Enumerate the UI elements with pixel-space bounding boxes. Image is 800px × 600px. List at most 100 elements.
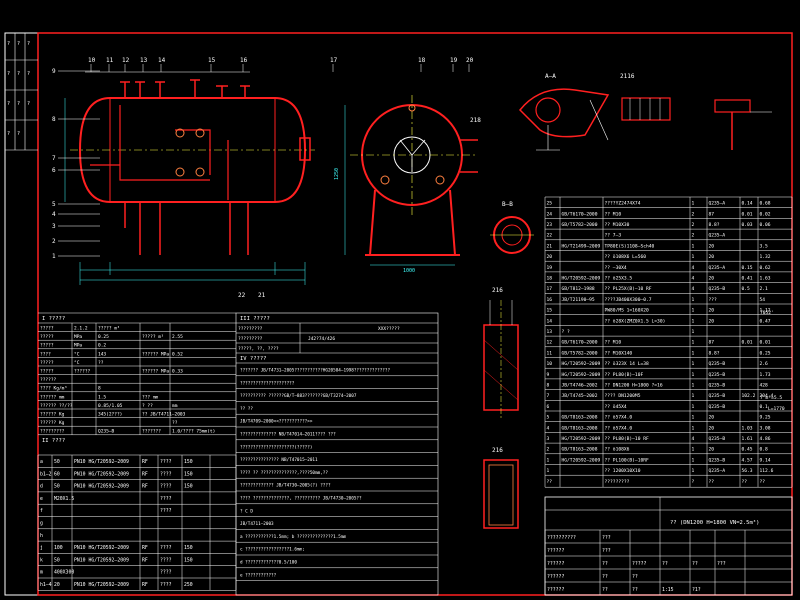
bom-cell: JB/T4745—2002 [562, 393, 598, 399]
bom-cell: 11 [547, 350, 553, 356]
nozzle-cell: j [40, 545, 43, 551]
title-cell: 1:15 [662, 587, 674, 593]
end-view-tag: 218 [470, 117, 481, 124]
requirement-line: ????????????? JB/T4730—2005(?) ???? [240, 483, 331, 489]
bom-cell: ?? DN1200 H=1800 ?=16 [605, 383, 663, 389]
bom-cell: 0.01 [742, 340, 753, 346]
bom-cell: 0.68 [760, 201, 771, 207]
tech-cell: ?????? [74, 369, 91, 375]
bom-cell: HG/T21499—2009 [562, 243, 601, 249]
nozzle-cell: f [40, 508, 43, 514]
side-label: ? [7, 131, 10, 137]
bom-cell: 1 [692, 201, 695, 207]
tech-cell: ?? JB/T4711—2003 [142, 412, 186, 418]
side-label: ? [7, 71, 10, 77]
callout-bottom: 21 [258, 292, 266, 299]
bom-cell: 1 [692, 372, 695, 378]
requirement-line: e ???????????? [240, 572, 277, 578]
bom-cell: 18 [547, 276, 553, 282]
title-cell: ?????? [547, 587, 564, 593]
bom-cell: 13 [547, 329, 553, 335]
callout-top: 14 [158, 57, 166, 64]
bom-cell: JB/T4746—2002 [562, 383, 598, 389]
section-b-b [490, 216, 534, 254]
nozzle-cell: ???? [160, 471, 172, 477]
bom-cell: 0.06 [760, 222, 771, 228]
nozzle-cell: 50 [54, 557, 60, 563]
tech-cell: MPa [74, 343, 82, 349]
bom-cell: 1.32 [760, 254, 771, 260]
side-label: ? [27, 41, 30, 47]
bom-header-cell: ?? [709, 479, 715, 485]
nozzle-cell: ???? [160, 459, 172, 465]
nozzle-cell: h [40, 533, 43, 539]
tech-cell: ? ?? [142, 403, 153, 409]
bom-cell: 54 [760, 297, 766, 303]
bom-cell: 1.03 [742, 425, 753, 431]
bom-cell: ?? M10 [605, 340, 622, 346]
tech-cell: °C [74, 360, 80, 366]
tech-cell: ?????? mm [40, 394, 65, 400]
bom-cell: ??? [709, 297, 718, 303]
bom-cell: 1 [692, 393, 695, 399]
design-cell: J42?74/426 [308, 336, 335, 342]
title-cell: ?????? [547, 561, 564, 567]
design-title: III ????? [240, 316, 270, 322]
bom-header-cell: ?? [742, 479, 748, 485]
nozzle-cell: PN10 HG/T20592—2009 [74, 582, 129, 588]
bom-cell: PW80/MS 1=160X20 [605, 308, 649, 314]
bom-cell: 6 [547, 404, 550, 410]
bom-cell: GB/T8163—2008 [562, 447, 598, 453]
bom-cell: 0.01 [742, 211, 753, 217]
tech-cell: ?? [98, 360, 104, 366]
nozzle-cell: b1—2 [40, 471, 52, 477]
requirement-line: ???? ?? ??????????????,????50mm,?? [240, 470, 328, 476]
bom-cell: 4 [692, 265, 695, 271]
callout-left: 1 [52, 253, 56, 260]
bom-cell: 3.5 [760, 243, 769, 249]
tech-cell: 1.0/???? 75mm(t) [172, 429, 215, 435]
tech-cell: 2.55 [172, 334, 183, 340]
tech-cell: ??? mm [142, 394, 159, 400]
requirement-line: JB/T4709—2000<<???????????>> [240, 419, 313, 425]
callout-top: 17 [330, 57, 338, 64]
title-cell: ?????? [547, 548, 564, 554]
callout-top: 20 [466, 57, 474, 64]
view-216-detail [483, 300, 519, 420]
nozzle-cell: 50 [54, 484, 60, 490]
bom-cell: ?? ö25X3.5 [605, 276, 633, 282]
tech-cell: 345(2???) [98, 412, 122, 418]
view-216b-title: 216 [492, 447, 503, 454]
callout-top: 16 [240, 57, 248, 64]
nozzle-cell: ???? [160, 484, 172, 490]
bom-cell: JB/T21190—95 [562, 297, 595, 303]
bom-cell: Q235—B [709, 457, 726, 463]
tech-cell: 0.2 [98, 343, 106, 349]
nozzle-cell: ???? [160, 570, 172, 576]
tech-cell: ????? [40, 360, 54, 366]
bom-cell: 1 [692, 468, 695, 474]
bom-cell: Q235—B [709, 383, 726, 389]
bom-cell: 4 [547, 425, 550, 431]
nozzle-cell: PN10 HG/T20592—2009 [74, 484, 129, 490]
bom-cell: 10 [547, 361, 553, 367]
nozzle-cell: 150 [184, 557, 193, 563]
bom-cell: GB/T8163—2008 [562, 425, 598, 431]
tech-cell: ????? [40, 343, 54, 349]
nozzle-cell: ???? [160, 582, 172, 588]
bom-cell: 4.86 [760, 436, 771, 442]
bom-cell: 20 [709, 447, 715, 453]
side-label: ? [27, 101, 30, 107]
bom-cell: ????JB400X300—0.7 [605, 297, 652, 303]
bom-cell: 20 [709, 276, 715, 282]
bom-cell: 0.1 [760, 404, 769, 410]
callout-top: 10 [88, 57, 96, 64]
tech-cell: ????? [40, 326, 54, 332]
bom-cell: 87 [709, 340, 715, 346]
tech-cell: ???? Kg/m³ [40, 386, 67, 392]
tech-cell: 143 [98, 351, 106, 357]
nozzle-cell: 50 [54, 459, 60, 465]
bom-cell: 4 [692, 276, 695, 282]
title-cell: ??? [602, 535, 611, 541]
bom-cell: 24 [547, 211, 553, 217]
